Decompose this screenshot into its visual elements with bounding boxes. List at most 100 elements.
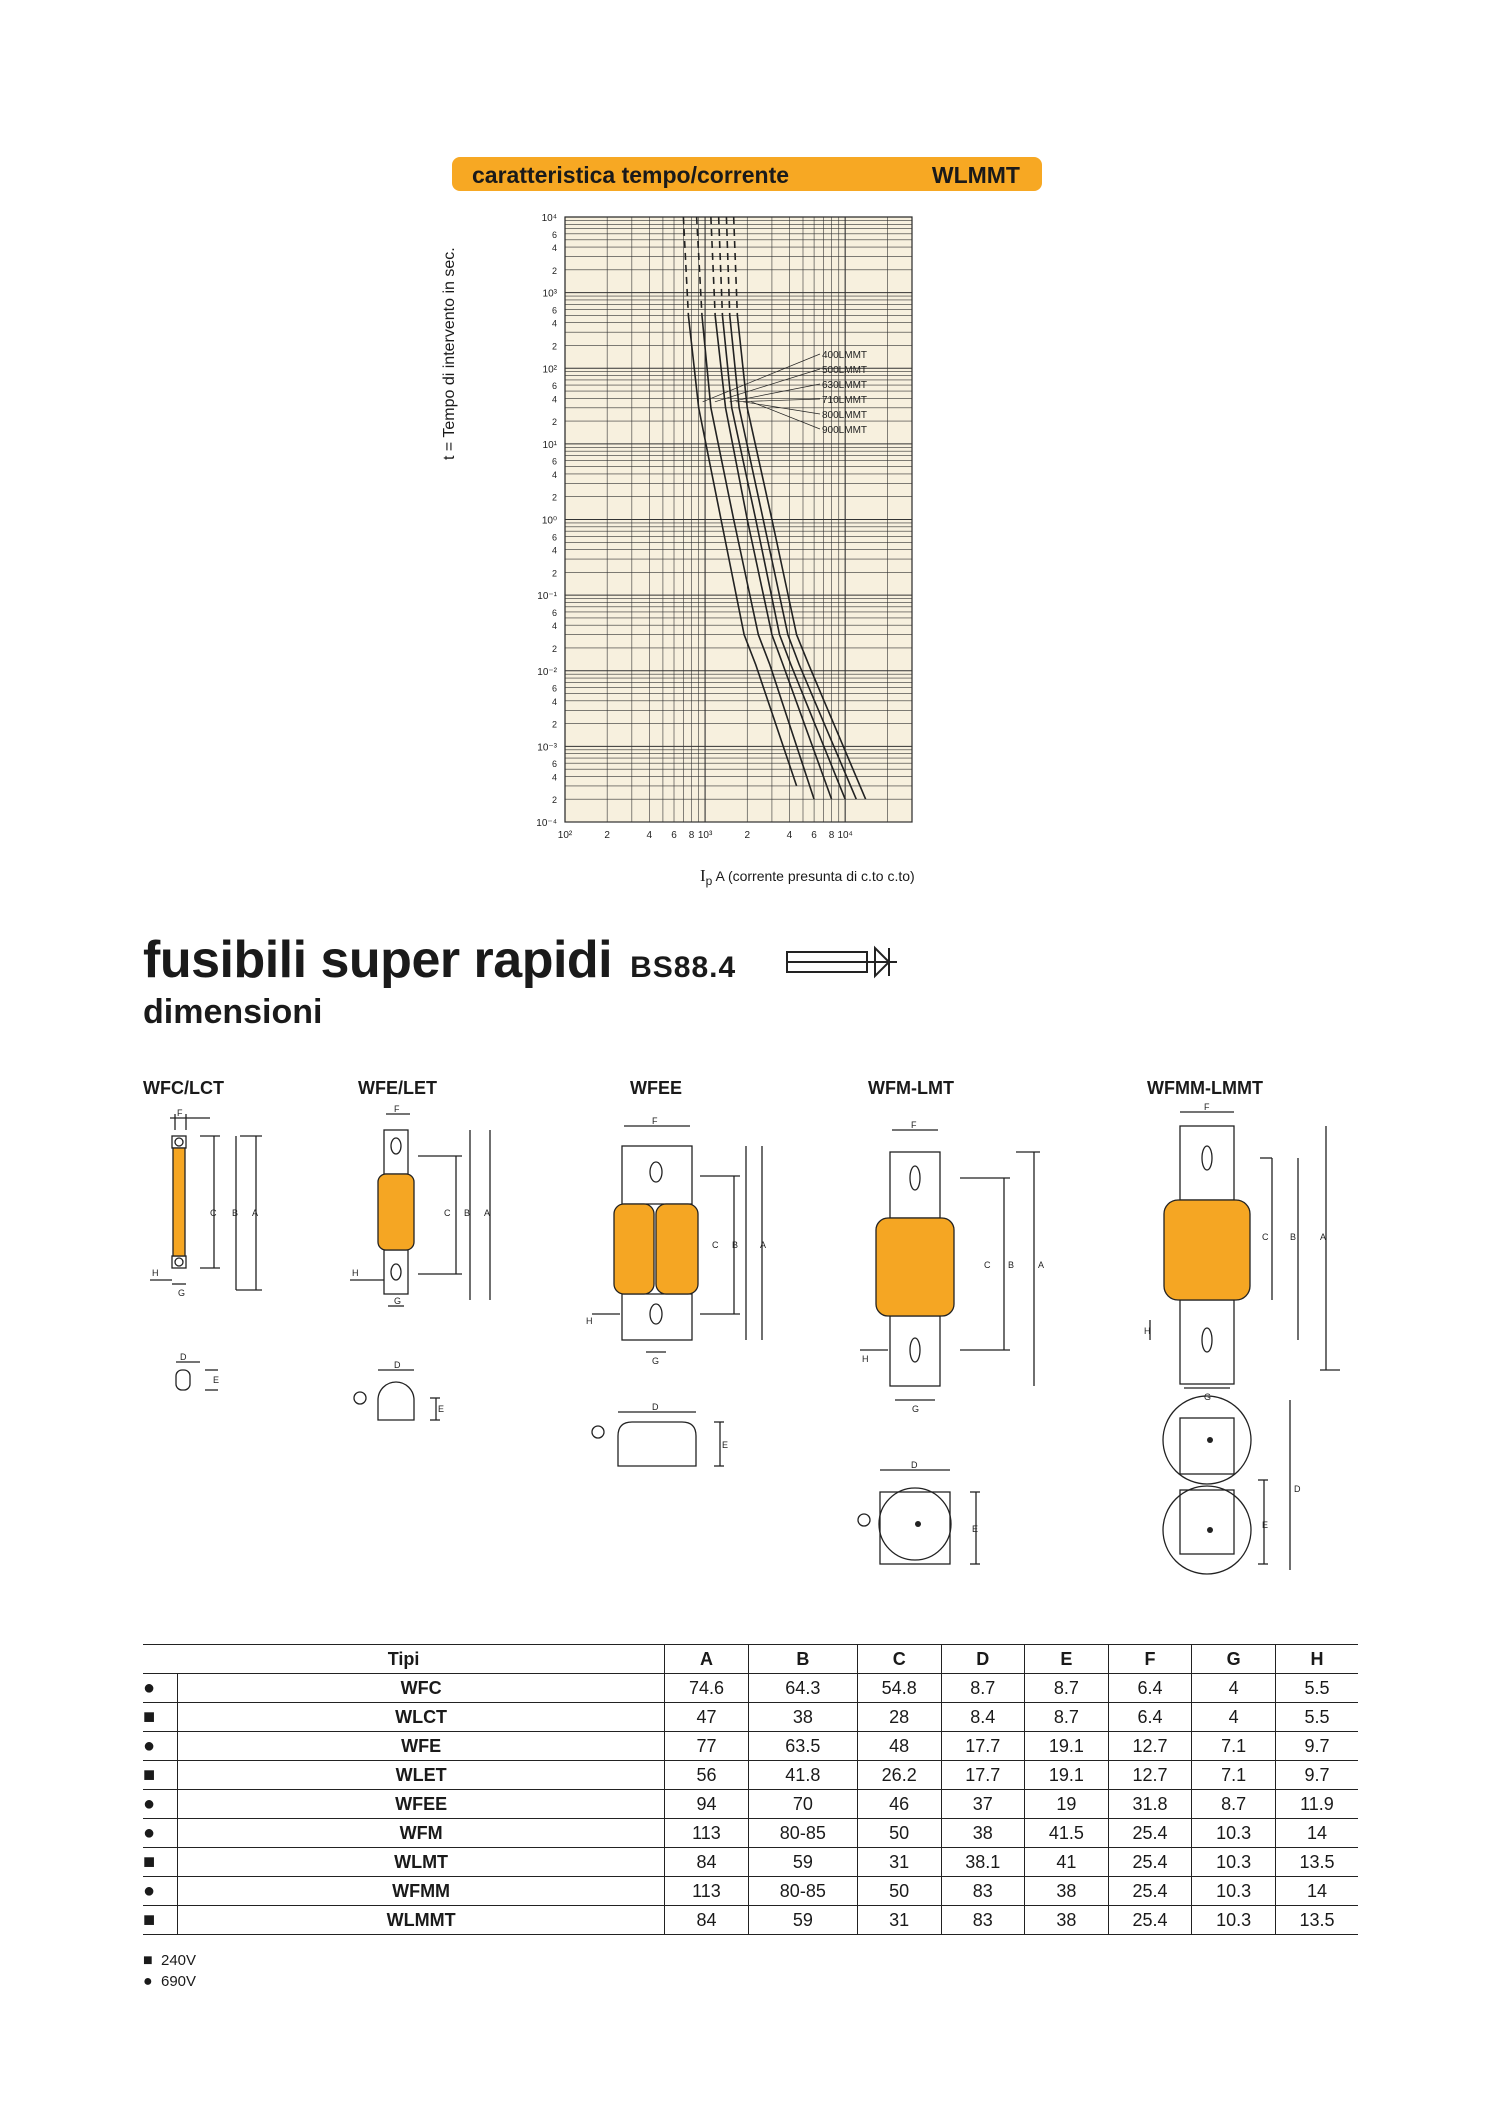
dim-d-wfc: D xyxy=(180,1352,187,1362)
cell-type: WFE xyxy=(176,1731,665,1761)
dim-a-wfe: A xyxy=(484,1208,490,1218)
cell-value: 14 xyxy=(1274,1818,1358,1848)
chart-series-leader xyxy=(729,383,821,403)
chart-x-tick-label: 2 xyxy=(604,830,610,841)
chart-series-line xyxy=(701,315,815,800)
chart-series-label: 800LMMT xyxy=(822,410,867,421)
chart-y-tick-label: 10⁰ xyxy=(542,516,557,527)
cell-type: WLCT xyxy=(176,1702,665,1732)
chart-y-minor-tick-label: 6 xyxy=(552,230,557,240)
dim-a-wfmm: A xyxy=(1320,1232,1326,1242)
square-icon: ■ xyxy=(143,1847,178,1877)
dim-g-wfm: G xyxy=(912,1404,919,1414)
cell-value: 10.3 xyxy=(1191,1905,1276,1935)
voltage-legend: ■240V ●690V xyxy=(143,1950,196,1992)
cell-value: 17.7 xyxy=(940,1731,1025,1761)
cell-value: 64.3 xyxy=(747,1673,858,1703)
chart-y-tick-label: 10⁻⁴ xyxy=(536,818,557,829)
chart-x-tick-label: 8 xyxy=(829,830,835,841)
chart-x-tick-label: 4 xyxy=(647,830,653,841)
dim-c-wfee: C xyxy=(712,1240,719,1250)
cell-value: 31.8 xyxy=(1107,1789,1192,1819)
square-icon: ■ xyxy=(143,1905,178,1935)
chart-y-minor-tick-label: 2 xyxy=(552,266,557,276)
cell-value: 7.1 xyxy=(1191,1760,1276,1790)
cell-value: 41 xyxy=(1024,1847,1109,1877)
chart-y-minor-tick-label: 6 xyxy=(552,457,557,467)
fuse-label-wfm-lmt: WFM-LMT xyxy=(868,1078,954,1098)
col-header-f: F xyxy=(1107,1644,1192,1674)
dim-e-wfm: E xyxy=(972,1524,978,1534)
chart-y-tick-label: 10⁻² xyxy=(537,667,557,678)
cell-type: WFM xyxy=(176,1818,665,1848)
chart-y-tick-label: 10⁻³ xyxy=(537,742,557,753)
circle-icon: ● xyxy=(143,1973,153,1990)
chart-header-band: caratteristica tempo/corrente WLMMT xyxy=(452,157,1042,191)
dim-b-wfe: B xyxy=(464,1208,470,1218)
page-title: fusibili super rapidi BS88.4 xyxy=(143,930,736,990)
drawing-wfc-lct xyxy=(150,1114,262,1391)
cell-value: 8.7 xyxy=(1024,1673,1109,1703)
cell-type: WLET xyxy=(176,1760,665,1790)
dim-b-wfee: B xyxy=(732,1240,738,1250)
chart-y-minor-tick-label: 2 xyxy=(552,568,557,578)
page-title-text: fusibili super rapidi xyxy=(143,931,613,989)
cell-value: 10.3 xyxy=(1191,1876,1276,1906)
cell-value: 25.4 xyxy=(1107,1818,1192,1848)
cell-value: 17.7 xyxy=(940,1760,1025,1790)
legend-text: 690V xyxy=(161,1973,197,1990)
dim-b-wfmm: B xyxy=(1290,1232,1296,1242)
col-header-e: E xyxy=(1024,1644,1109,1674)
standard-label: BS88.4 xyxy=(630,951,737,984)
cell-type: WLMT xyxy=(176,1847,665,1877)
cell-value: 77 xyxy=(664,1731,749,1761)
chart-y-minor-tick-label: 4 xyxy=(552,772,557,782)
chart-y-tick-label: 10² xyxy=(543,364,558,375)
cell-value: 8.7 xyxy=(1191,1789,1276,1819)
chart-series-leader xyxy=(735,398,821,403)
cell-value: 54.8 xyxy=(856,1673,941,1703)
dim-e-wfe: E xyxy=(438,1404,444,1414)
cell-value: 28 xyxy=(856,1702,941,1732)
dim-c-wfe: C xyxy=(444,1208,451,1218)
chart-x-tick-label: 10³ xyxy=(698,830,713,841)
dim-f-wfee: F xyxy=(652,1116,658,1126)
chart-y-minor-tick-label: 6 xyxy=(552,608,557,618)
dim-h-wfee: H xyxy=(586,1316,593,1326)
cell-value: 12.7 xyxy=(1107,1731,1192,1761)
dim-f-wfe: F xyxy=(394,1104,400,1114)
circle-icon: ● xyxy=(143,1876,178,1906)
cell-value: 47 xyxy=(664,1702,749,1732)
chart-y-minor-tick-label: 4 xyxy=(552,470,557,480)
cell-value: 31 xyxy=(856,1847,941,1877)
cell-value: 80-85 xyxy=(747,1876,858,1906)
cell-value: 7.1 xyxy=(1191,1731,1276,1761)
cell-value: 74.6 xyxy=(664,1673,749,1703)
cell-value: 25.4 xyxy=(1107,1847,1192,1877)
chart-header-code: WLMMT xyxy=(931,162,1020,188)
fuse-label-wfee: WFEE xyxy=(630,1078,682,1098)
circle-icon: ● xyxy=(143,1673,178,1703)
fuse-dimension-drawings: F C B A H G D E F C B A H G D E xyxy=(150,1102,1340,1575)
cell-value: 6.4 xyxy=(1107,1702,1192,1732)
dim-f-wfm: F xyxy=(911,1120,917,1130)
col-header-c: C xyxy=(856,1644,941,1674)
dim-d-wfee: D xyxy=(652,1402,659,1412)
chart-series-label: 710LMMT xyxy=(822,395,867,406)
dim-d-wfm: D xyxy=(911,1460,918,1470)
cell-value: 38 xyxy=(1024,1905,1109,1935)
cell-value: 4 xyxy=(1191,1702,1276,1732)
chart-y-minor-tick-label: 2 xyxy=(552,341,557,351)
chart-y-tick-label: 10⁻¹ xyxy=(537,591,557,602)
cell-value: 38 xyxy=(747,1702,858,1732)
chart-y-minor-tick-label: 4 xyxy=(552,394,557,404)
chart-series-line-dashed xyxy=(732,216,739,316)
dim-c-wfc: C xyxy=(210,1208,217,1218)
cell-value: 46 xyxy=(856,1789,941,1819)
cell-value: 5.5 xyxy=(1274,1702,1358,1732)
cell-value: 4 xyxy=(1191,1673,1276,1703)
dim-g-wfee: G xyxy=(652,1356,659,1366)
